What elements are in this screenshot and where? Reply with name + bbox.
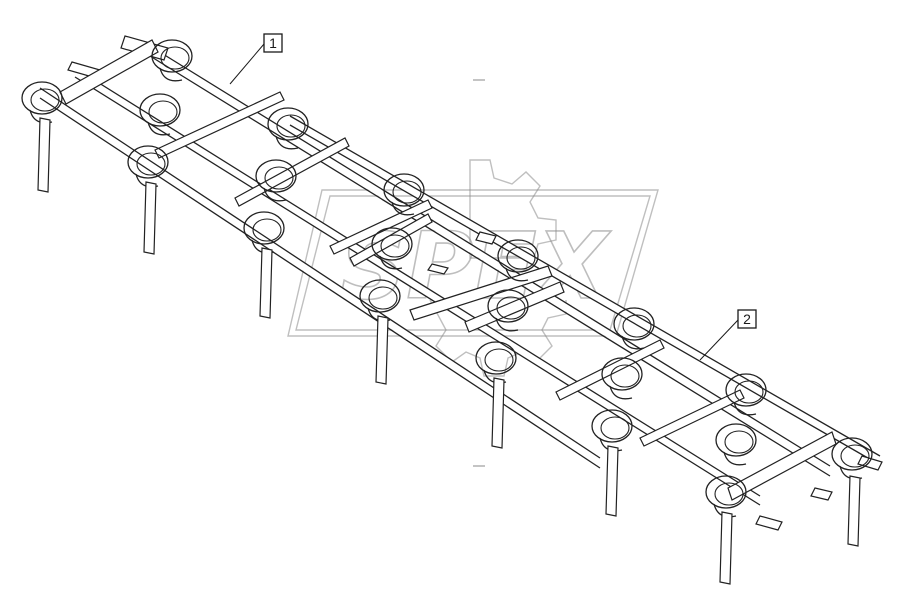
spring-tine-13 xyxy=(475,341,517,449)
spring-tine-8 xyxy=(383,173,425,216)
bracket-center xyxy=(329,199,433,255)
spring-tine-2 xyxy=(151,39,193,82)
spring-tine-12 xyxy=(487,289,529,332)
spring-tine-11 xyxy=(497,239,539,282)
spring-tine-5 xyxy=(267,107,309,150)
spring-tine-15 xyxy=(601,357,643,400)
harrow-assembly xyxy=(21,35,883,585)
callout-1-box xyxy=(263,33,283,53)
bracket-left xyxy=(59,39,159,105)
callout-1-leader xyxy=(229,43,265,85)
callout-2-label: 2 xyxy=(743,311,751,327)
frame-rails xyxy=(37,45,882,506)
spring-tine-9 xyxy=(371,227,413,270)
spring-tine-18 xyxy=(715,423,757,466)
crossbar-4 xyxy=(639,389,745,447)
flat-bar-right-tip xyxy=(857,455,883,471)
spring-tine-14 xyxy=(613,307,655,350)
watermark: SPEX xyxy=(287,159,659,377)
flat-bar-right-lower xyxy=(755,515,783,531)
spring-tine-7 xyxy=(243,211,285,319)
callout-1[interactable]: 1 xyxy=(229,33,283,85)
spring-tine-19 xyxy=(705,475,747,585)
callout-2-leader xyxy=(699,319,739,361)
spring-tine-16 xyxy=(591,409,633,517)
watermark-gear-lower-icon xyxy=(429,299,567,377)
flat-bar-right-end xyxy=(810,487,833,501)
joint-plate-1 xyxy=(475,231,497,245)
spring-tine-1 xyxy=(21,81,63,193)
crossbar-3 xyxy=(555,339,665,401)
spring-tine-4 xyxy=(127,145,169,255)
callout-2-box xyxy=(737,309,757,329)
spring-tine-17 xyxy=(725,373,767,416)
crossbar-1 xyxy=(154,91,285,159)
joint-plate-2 xyxy=(427,263,449,275)
spring-tine-10 xyxy=(359,279,401,385)
spring-tine-20 xyxy=(831,437,873,547)
spring-tines xyxy=(21,39,873,585)
spring-tine-6 xyxy=(255,159,297,202)
bracket-right-center-2 xyxy=(464,281,565,333)
callout-1-label: 1 xyxy=(269,35,277,51)
bracket-center-2 xyxy=(349,213,433,267)
callout-2[interactable]: 2 xyxy=(699,309,757,361)
spring-tine-3 xyxy=(139,93,181,136)
